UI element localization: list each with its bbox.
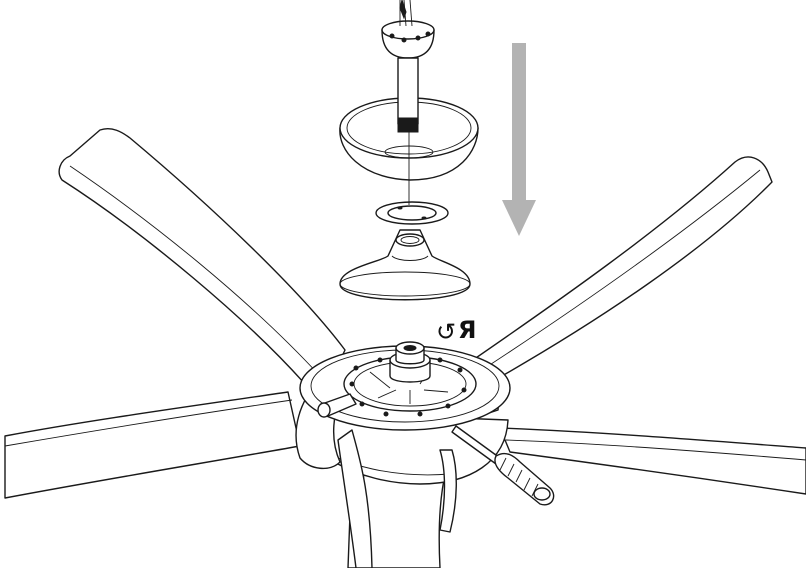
- blade-upper-left: [59, 129, 345, 392]
- rotation-symbol: ↺: [436, 318, 456, 346]
- coupling-cover: [340, 230, 470, 300]
- retaining-ring: [376, 202, 448, 224]
- assembly-direction-arrow: [502, 43, 536, 236]
- blade-left: [5, 392, 300, 498]
- lock-symbol: Я: [458, 316, 476, 344]
